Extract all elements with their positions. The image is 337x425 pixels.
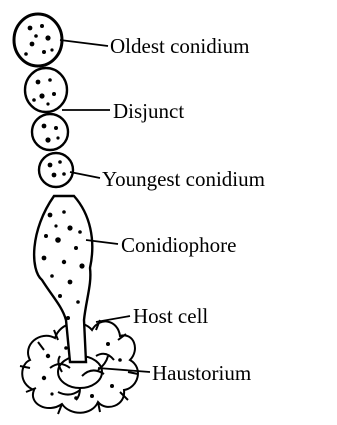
middle-conidium-shape <box>32 114 68 150</box>
conidiophore-stalk <box>34 196 92 362</box>
label-host-cell: Host cell <box>133 304 208 328</box>
leader-oldest-conidium <box>60 40 108 46</box>
youngest-conidium-shape <box>39 153 73 187</box>
oldest-conidium-shape <box>14 14 62 66</box>
label-youngest-conidium: Youngest conidium <box>102 167 265 191</box>
leader-youngest-conidium <box>70 172 100 178</box>
label-oldest-conidium: Oldest conidium <box>110 34 249 58</box>
label-disjunct: Disjunct <box>113 99 184 123</box>
leader-haustorium <box>98 368 150 372</box>
label-conidiophore: Conidiophore <box>121 233 237 257</box>
second-conidium-shape <box>25 68 67 112</box>
label-haustorium: Haustorium <box>152 361 251 385</box>
leader-host-cell <box>96 316 130 322</box>
